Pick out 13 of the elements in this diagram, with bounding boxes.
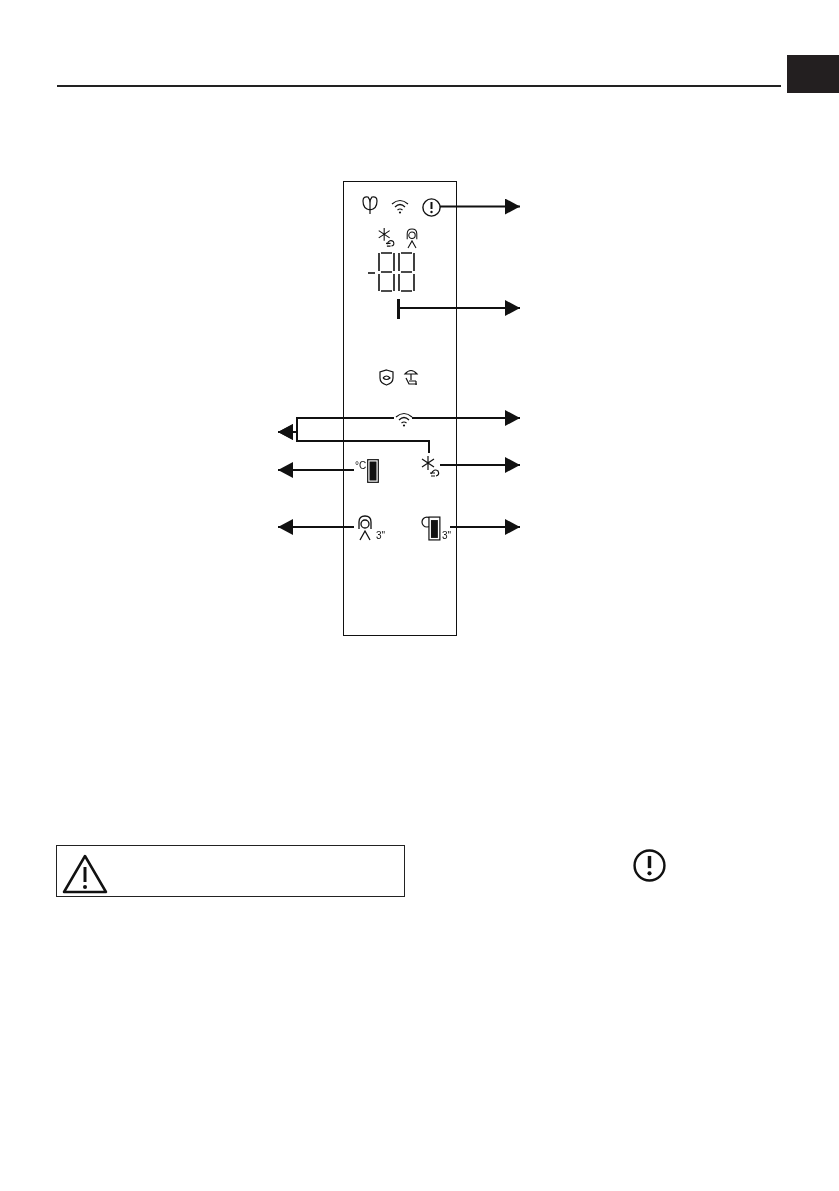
control-panel: [343, 181, 457, 636]
arrow: [398, 300, 521, 316]
arrow: [449, 519, 521, 535]
time-label: 3": [441, 531, 451, 541]
display-segment: [397, 299, 400, 319]
arrow: [277, 424, 430, 454]
arrow: [439, 198, 521, 215]
time-label: 3": [376, 531, 386, 541]
arrow: [411, 410, 521, 426]
unit-label: °C: [355, 461, 367, 471]
arrow: [277, 462, 355, 478]
arrow: [277, 519, 355, 535]
arrow: [439, 457, 521, 473]
